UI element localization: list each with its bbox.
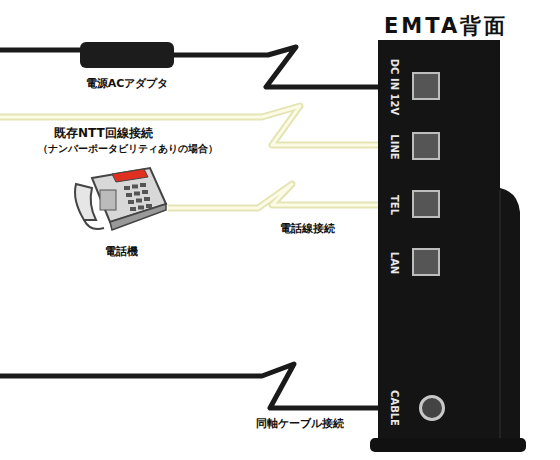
port-jack: LAN xyxy=(378,248,442,278)
port-jack: CABLE xyxy=(378,393,442,423)
handset-cord xyxy=(84,220,104,229)
annotation-label: 同軸ケーブル接続 xyxy=(254,416,346,431)
device-title: EMTA背面 xyxy=(384,12,508,40)
port-jack: DC IN 12V xyxy=(378,72,442,102)
phone-keypad xyxy=(124,183,152,211)
power-cable-in xyxy=(0,48,80,53)
coax-cable xyxy=(0,364,380,408)
port-socket xyxy=(412,248,440,276)
housing-foot xyxy=(370,438,526,452)
ntt-line xyxy=(0,106,380,145)
emta-device: EMTA背面 DC IN 12V LINE TEL LAN CABLE xyxy=(370,8,530,454)
housing-edge xyxy=(500,190,501,440)
port-label: LAN xyxy=(389,252,400,274)
edge-label: 電話線接続 xyxy=(278,221,337,236)
coax-socket xyxy=(419,395,445,421)
housing-body xyxy=(378,40,520,440)
adapter-label: 電源ACアダプタ xyxy=(86,76,169,91)
phone-base xyxy=(110,204,166,230)
phone-buttons xyxy=(100,190,116,210)
telephone-illustration xyxy=(70,160,172,238)
telephone: 電話機 xyxy=(70,160,172,264)
port-label: DC IN 12V xyxy=(389,59,400,115)
port-jack: TEL xyxy=(378,190,442,220)
port-socket xyxy=(412,132,440,160)
phone-display xyxy=(112,169,148,182)
port-label: LINE xyxy=(389,134,400,159)
annotation-label: （ナンバーポータビリティありの場合） xyxy=(36,142,220,156)
phone-label: 電話機 xyxy=(105,244,138,259)
port-jack: LINE xyxy=(378,132,442,162)
port-socket xyxy=(412,190,440,218)
cable-connector xyxy=(168,184,378,208)
port-label: CABLE xyxy=(389,390,400,426)
annotation-label: 既存NTT回線接続 xyxy=(52,125,155,142)
port-label: TEL xyxy=(389,195,400,215)
cable-connector xyxy=(174,47,378,87)
port-socket xyxy=(412,72,440,100)
phone-handset xyxy=(75,184,96,220)
ac-adapter: 電源ACアダプタ xyxy=(80,42,174,68)
